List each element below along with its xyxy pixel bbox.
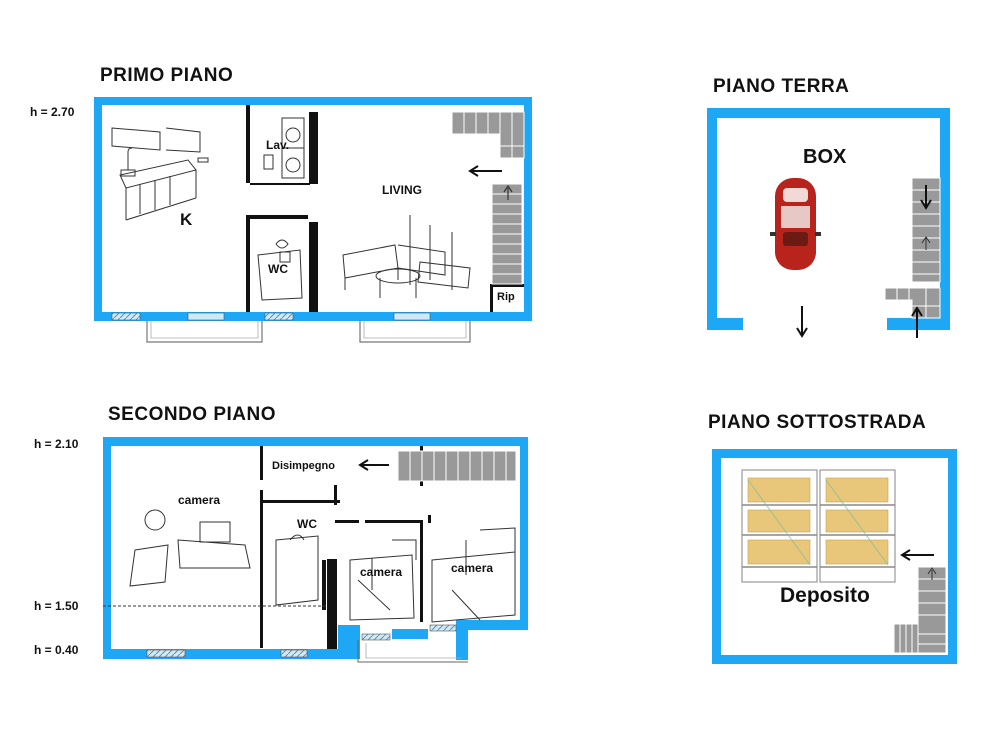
arrow-up-icon	[911, 306, 923, 338]
wc-sketch	[257, 239, 303, 301]
piano-terra-plan	[707, 108, 950, 338]
wall-left	[94, 97, 102, 321]
arrow-left-icon	[358, 459, 389, 471]
wall-bottom	[94, 312, 532, 321]
piano-terra-title: PIANO TERRA	[713, 76, 850, 97]
room-label-wc: WC	[297, 517, 317, 531]
arrow-down-icon	[920, 185, 932, 210]
room-label-camera: camera	[451, 561, 494, 575]
room-sketches	[129, 509, 516, 623]
window	[111, 312, 141, 321]
height-label: h = 0.40	[34, 643, 79, 657]
window	[146, 649, 186, 658]
arrow-left-icon	[468, 165, 502, 177]
room-label-disimpegno: Disimpegno	[272, 460, 335, 472]
piano-sottostrada-plan	[712, 449, 957, 664]
piano-sottostrada-title: PIANO SOTTOSTRADA	[708, 412, 927, 433]
window	[393, 312, 431, 321]
height-label: h = 1.50	[34, 599, 79, 613]
stairs-icon	[893, 566, 947, 654]
stairs-icon	[884, 177, 941, 319]
stairs-icon	[451, 111, 525, 285]
primo-piano-title: PRIMO PIANO	[100, 65, 234, 86]
wall-right	[524, 97, 532, 321]
shelf-icon	[741, 469, 896, 583]
window	[187, 312, 225, 321]
height-label: h = 2.10	[34, 437, 79, 451]
secondo-piano-title: SECONDO PIANO	[108, 404, 277, 425]
room-label-living: LIVING	[382, 183, 423, 197]
window	[280, 649, 308, 658]
room-label-wc: WC	[268, 262, 288, 276]
arrow-left-icon	[900, 549, 934, 561]
living-sketch	[342, 215, 471, 298]
window	[429, 624, 457, 632]
washer-stack	[263, 117, 305, 179]
room-label-ripostiglio: Rip	[497, 291, 515, 303]
height-label: h = 2.70	[30, 105, 75, 119]
primo-piano-plan	[94, 97, 532, 343]
secondo-piano-plan	[103, 437, 528, 663]
arrow-down-icon	[796, 306, 808, 338]
room-label-deposito: Deposito	[780, 584, 870, 607]
room-label-camera: camera	[360, 565, 403, 579]
kitchen-sketch	[111, 127, 209, 221]
room-label-box: BOX	[803, 146, 847, 168]
room-label-kitchen: K	[180, 210, 193, 229]
room-label-laundry: Lav.	[266, 138, 290, 152]
window	[361, 633, 391, 641]
room-label-camera: camera	[178, 493, 221, 507]
stairs-icon	[397, 450, 517, 482]
wall-top	[94, 97, 532, 105]
car-icon	[770, 178, 821, 270]
balcony	[146, 321, 263, 343]
window	[264, 312, 294, 321]
balcony	[359, 321, 471, 343]
